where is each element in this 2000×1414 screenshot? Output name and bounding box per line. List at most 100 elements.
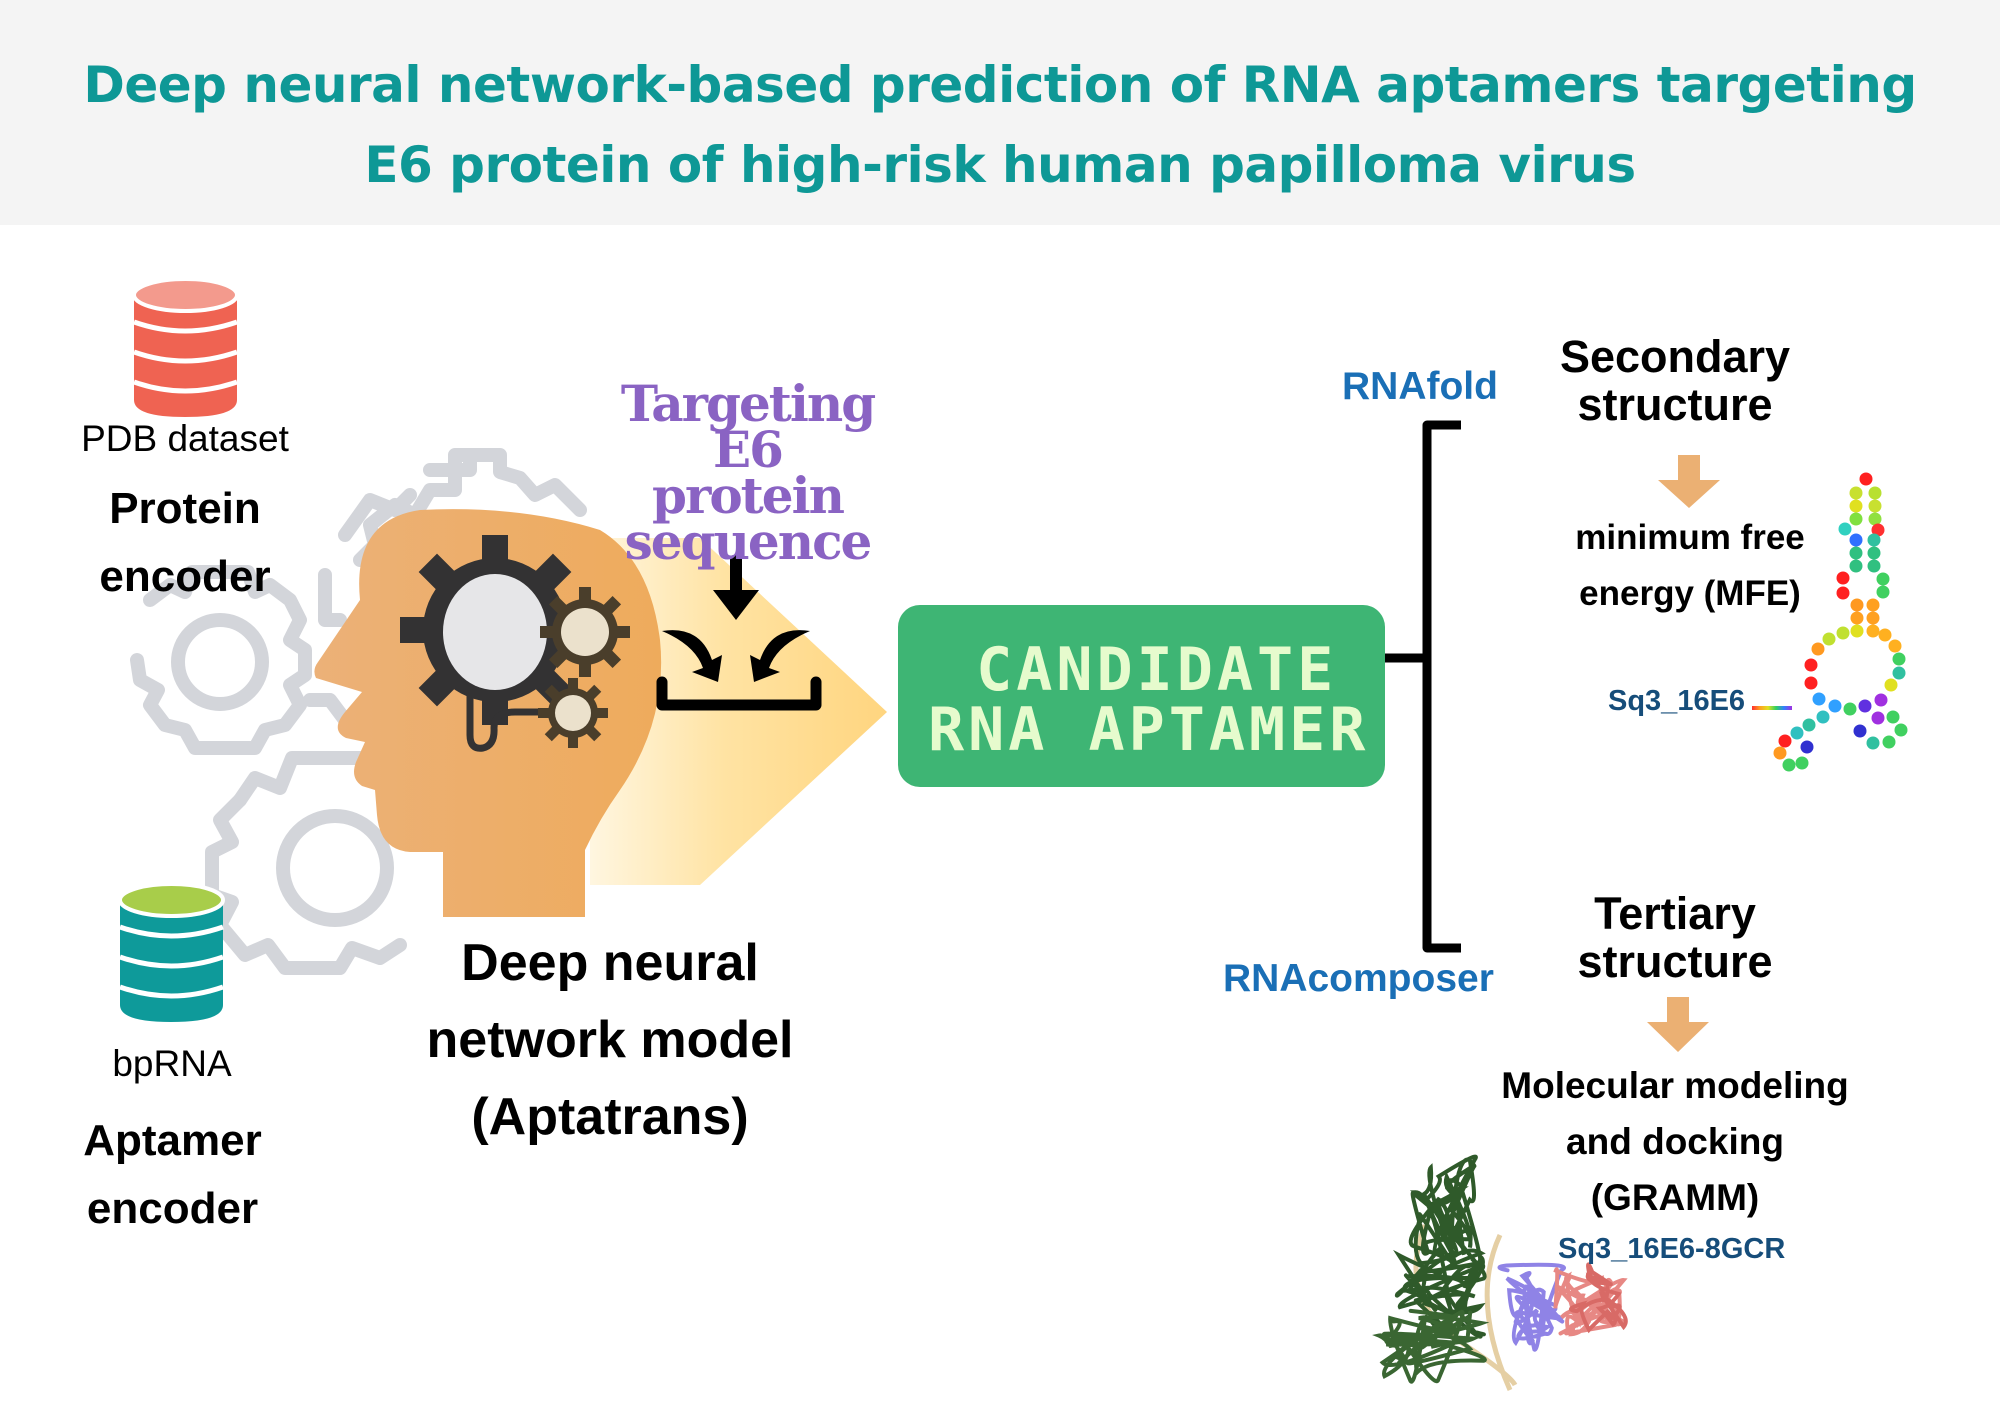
merge-input-icon	[656, 555, 822, 711]
nucleotide-dot	[1849, 512, 1863, 526]
docking-label: Molecular modeling and docking (GRAMM)	[1480, 1058, 1870, 1226]
nucleotide-dot	[1866, 611, 1880, 625]
docking-line-2: and docking	[1566, 1121, 1784, 1162]
nucleotide-dot	[1849, 486, 1863, 500]
nucleotide-dot	[1867, 546, 1881, 560]
mfe-line-2: energy (MFE)	[1579, 574, 1801, 613]
target-line-2: E6 protein	[652, 420, 845, 525]
nucleotide-dot	[1884, 678, 1898, 692]
protein-encoder-line-2: encoder	[99, 552, 271, 601]
sq3-16e6-label: Sq3_16E6	[1608, 685, 1746, 717]
nucleotide-dot	[1822, 632, 1836, 646]
nucleotide-dot	[1868, 499, 1882, 513]
model-line-1: Deep neural	[461, 934, 759, 992]
docking-line-3: (GRAMM)	[1590, 1177, 1760, 1218]
mfe-line-1: minimum free	[1575, 518, 1805, 557]
candidate-line-2: RNA APTAMER	[928, 695, 1370, 765]
background-gear-icon-bottom	[205, 751, 407, 975]
nucleotide-dot	[1778, 734, 1792, 748]
nucleotide-dot	[1800, 740, 1814, 754]
color-scale-bar	[1752, 706, 1792, 710]
protein-docking-structure-image	[1372, 1154, 1628, 1392]
nucleotide-dot	[1850, 624, 1864, 638]
candidate-rna-aptamer-box: CANDIDATE RNA APTAMER	[898, 605, 1385, 787]
nucleotide-dot	[1867, 559, 1881, 573]
nucleotide-dot	[1871, 711, 1885, 725]
nucleotide-dot	[1859, 472, 1873, 486]
protein-ribbon	[1497, 1262, 1566, 1352]
nucleotide-dot	[1867, 533, 1881, 547]
bprna-database-icon	[118, 882, 225, 1022]
rnacomposer-tool-label: RNAcomposer	[1223, 957, 1494, 1000]
rnafold-tool-label: RNAfold	[1342, 365, 1498, 408]
secondary-structure-title: Secondary structure	[1520, 333, 1830, 429]
nucleotide-dot	[1886, 710, 1900, 724]
candidate-line-1: CANDIDATE	[936, 635, 1338, 705]
branch-bracket	[1385, 420, 1461, 953]
nucleotide-dot	[1802, 718, 1816, 732]
background-gear-icon-left	[130, 565, 312, 755]
background-gear-icon-top	[338, 448, 587, 567]
nucleotide-dot	[1858, 699, 1872, 713]
nucleotide-dot	[1850, 598, 1864, 612]
nucleotide-dot	[1892, 666, 1906, 680]
title-line-2: E6 protein of high-risk human papilloma …	[364, 136, 1636, 194]
background-gear-icon-mid	[303, 568, 352, 727]
tertiary-title-line-1: Tertiary	[1594, 888, 1756, 939]
medium-gear-icon	[540, 587, 630, 677]
nucleotide-dot	[1849, 533, 1863, 547]
protein-ribbon	[1569, 1262, 1628, 1334]
docking-line-1: Molecular modeling	[1501, 1065, 1849, 1106]
nucleotide-dot	[1853, 724, 1867, 738]
protein-encoder-line-1: Protein	[109, 484, 261, 533]
nucleotide-dot	[1849, 546, 1863, 560]
protein-ribbon	[1372, 1308, 1490, 1384]
nucleotide-dot	[1836, 626, 1850, 640]
nucleotide-dot	[1828, 699, 1842, 713]
nucleotide-dot	[1838, 522, 1852, 536]
nucleotide-dot	[1892, 652, 1906, 666]
tertiary-structure-title: Tertiary structure	[1520, 890, 1830, 986]
nucleotide-dot	[1850, 611, 1864, 625]
nucleotide-dot	[1866, 598, 1880, 612]
target-line-3: sequence	[624, 512, 873, 571]
secondary-title-line-1: Secondary	[1559, 331, 1791, 382]
nucleotide-dot	[1782, 758, 1796, 772]
aptamer-encoder-line-1: Aptamer	[83, 1116, 262, 1165]
nucleotide-dot	[1812, 692, 1826, 706]
nucleotide-dot	[1790, 726, 1804, 740]
nucleotide-dot	[1888, 639, 1902, 653]
nucleotide-dot	[1816, 710, 1830, 724]
down-arrow-icon-secondary	[1658, 455, 1720, 508]
target-sequence-label: Targeting E6 protein sequence	[610, 379, 885, 571]
protein-ribbon	[1553, 1267, 1628, 1337]
nucleotide-dot	[1804, 658, 1818, 672]
nucleotide-dot	[1868, 512, 1882, 526]
nucleotide-dot	[1876, 585, 1890, 599]
nucleotide-dot	[1878, 628, 1892, 642]
protein-encoder-label: Protein encoder	[55, 475, 315, 611]
aptamer-encoder-line-2: encoder	[86, 1184, 259, 1233]
small-gear-icon	[538, 678, 608, 748]
nucleotide-dot	[1843, 702, 1857, 716]
nucleotide-dot	[1773, 746, 1787, 760]
nucleotide-dot	[1836, 586, 1850, 600]
model-line-3: (Aptatrans)	[471, 1088, 749, 1146]
nucleotide-dot	[1866, 736, 1880, 750]
input-beam-shape	[590, 538, 887, 885]
model-label: Deep neural network model (Aptatrans)	[395, 925, 825, 1156]
page-title: Deep neural network-based prediction of …	[0, 45, 2000, 205]
nucleotide-dot	[1849, 559, 1863, 573]
nucleotide-dot	[1795, 756, 1809, 770]
nucleotide-dot	[1882, 735, 1896, 749]
nucleotide-dot	[1871, 523, 1885, 537]
rna-secondary-structure-image	[1773, 472, 1908, 772]
protein-ribbon	[1408, 1154, 1483, 1270]
nucleotide-dot	[1874, 693, 1888, 707]
secondary-title-line-2: structure	[1577, 379, 1773, 430]
nucleotide-dot	[1894, 723, 1908, 737]
aptamer-encoder-label: Aptamer encoder	[40, 1107, 305, 1243]
mfe-label: minimum free energy (MFE)	[1545, 510, 1835, 622]
sq3-16e6-8gcr-label: Sq3_16E6-8GCR	[1558, 1233, 1786, 1265]
